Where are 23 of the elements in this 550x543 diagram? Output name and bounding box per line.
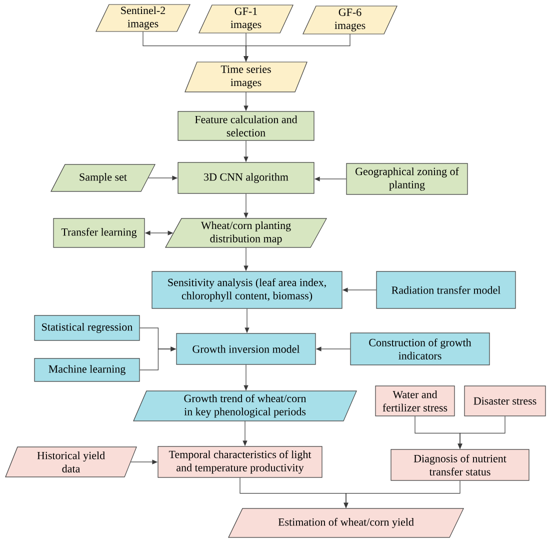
- data-parallelogram: Estimation of wheat/corn yield: [228, 508, 464, 538]
- data-parallelogram: GF-6 images: [302, 6, 398, 34]
- process-box: Temporal characteristics of light and temperature productivity: [158, 446, 322, 478]
- process-box: Feature calculation and selection: [178, 111, 314, 141]
- data-parallelogram: Time series images: [184, 62, 308, 92]
- process-box: Diagnosis of nutrient transfer status: [390, 449, 530, 481]
- data-parallelogram: Wheat/corn planting distribution map: [165, 218, 328, 248]
- process-box: Sensitivity analysis (leaf area index, chlorophyll content, biomass): [152, 271, 342, 309]
- data-parallelogram: GF-1 images: [198, 4, 294, 34]
- process-box: Water and fertilizer stress: [375, 386, 455, 416]
- process-box: 3D CNN algorithm: [178, 162, 314, 194]
- process-box: Disaster stress: [464, 386, 546, 416]
- data-parallelogram: Historical yield data: [5, 446, 137, 478]
- process-box: Growth inversion model: [176, 333, 316, 365]
- data-parallelogram: Sentinel-2 images: [96, 4, 190, 32]
- process-box: Geographical zoning of planting: [346, 163, 468, 195]
- data-parallelogram: Growth trend of wheat/corn in key phenological periods: [133, 390, 357, 422]
- process-box: Construction of growth indicators: [350, 332, 490, 366]
- process-box: Statistical regression: [34, 315, 140, 341]
- process-box: Transfer learning: [53, 218, 145, 248]
- process-box: Radiation transfer model: [376, 271, 516, 309]
- data-parallelogram: Sample set: [50, 164, 156, 192]
- process-box: Machine learning: [34, 358, 140, 382]
